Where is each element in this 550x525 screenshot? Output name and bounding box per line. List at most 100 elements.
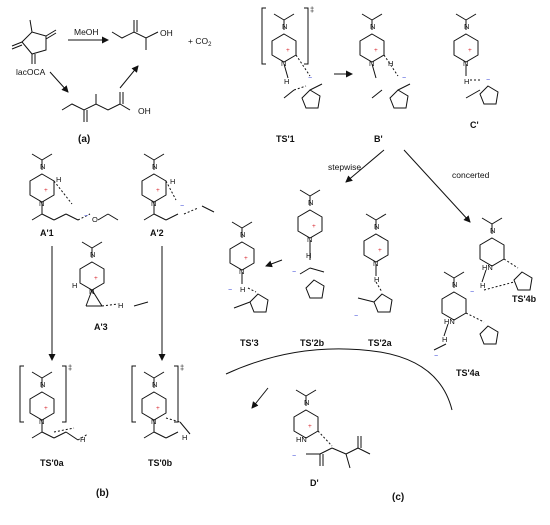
svg-text:N: N — [152, 380, 157, 389]
svg-text:N: N — [240, 230, 245, 239]
arrow-ts2b-ts3 — [265, 259, 283, 268]
structure-b: N N + H − — [359, 13, 411, 109]
svg-text:−: − — [292, 269, 296, 276]
svg-text:N: N — [40, 162, 45, 171]
label-b: B' — [374, 134, 383, 144]
arrow-stepwise — [345, 149, 385, 183]
svg-text:N: N — [369, 59, 374, 68]
svg-text:H: H — [118, 301, 123, 310]
svg-text:+: + — [468, 47, 472, 54]
svg-text:−: − — [434, 353, 438, 360]
structure-ts4b: N HN H − — [470, 217, 533, 296]
structure-ts1: ‡ N N + H − — [261, 5, 323, 109]
reactant-name: lacOCA — [16, 67, 46, 77]
svg-text:N: N — [151, 417, 156, 426]
panel-c: ‡ N N + H − TS'1 N N + H − B' — [225, 5, 537, 503]
svg-text:−: − — [84, 213, 88, 220]
label-ts2b: TS'2b — [300, 338, 325, 348]
svg-text:HN: HN — [482, 263, 493, 272]
svg-text:+: + — [286, 47, 290, 54]
svg-text:+: + — [44, 405, 48, 412]
svg-text:‡: ‡ — [310, 5, 314, 14]
svg-text:N: N — [90, 250, 95, 259]
structure-ts0a: ‡ N N + H — [19, 363, 89, 444]
svg-text:−: − — [180, 203, 184, 210]
svg-text:‡: ‡ — [68, 363, 72, 372]
arrow-to-product — [119, 65, 139, 89]
svg-text:−: − — [486, 77, 490, 84]
svg-text:+: + — [94, 275, 98, 282]
svg-text:HN: HN — [444, 317, 455, 326]
svg-text:N: N — [464, 22, 469, 31]
svg-text:N: N — [40, 380, 45, 389]
svg-text:N: N — [463, 59, 468, 68]
path-concerted: concerted — [452, 170, 490, 180]
svg-text:−: − — [402, 75, 406, 82]
svg-text:H: H — [170, 177, 175, 186]
intermediate-oh: OH — [138, 106, 151, 116]
panel-a: lacOCA MeOH OH + CO2 OH (a) — [11, 19, 212, 145]
reagent-label: MeOH — [74, 27, 99, 37]
svg-text:H: H — [464, 77, 469, 86]
svg-text:+: + — [244, 255, 248, 262]
svg-text:‡: ‡ — [180, 363, 184, 372]
svg-text:H: H — [182, 433, 187, 442]
arrow-to-d — [251, 387, 269, 409]
structure-a3: N N + H H — [72, 241, 149, 310]
svg-text:N: N — [39, 199, 44, 208]
svg-text:+: + — [312, 223, 316, 230]
label-ts1: TS'1 — [276, 134, 295, 144]
svg-text:N: N — [307, 235, 312, 244]
arrow-concerted — [403, 149, 471, 223]
caption-c: (c) — [392, 492, 404, 503]
svg-text:N: N — [89, 287, 94, 296]
label-c: C' — [470, 120, 479, 130]
svg-text:H: H — [56, 175, 61, 184]
svg-text:HN: HN — [296, 435, 307, 444]
svg-text:N: N — [152, 162, 157, 171]
structure-c: N N + H − — [453, 13, 499, 105]
svg-text:N: N — [308, 198, 313, 207]
svg-text:H: H — [480, 281, 485, 290]
svg-text:H: H — [72, 281, 77, 290]
svg-text:−: − — [292, 453, 296, 460]
convergence-curve — [225, 348, 453, 411]
svg-text:H: H — [284, 77, 289, 86]
structure-a2: N N + H − — [141, 153, 215, 221]
svg-text:N: N — [490, 226, 495, 235]
structure-ts2b: N N + H − — [292, 189, 325, 299]
methyl-lactate-structure — [111, 20, 159, 50]
label-ts4a: TS'4a — [456, 368, 481, 378]
label-a2: A'2 — [150, 228, 164, 238]
arrow-to-intermediate — [49, 71, 69, 93]
caption-a: (a) — [78, 134, 90, 145]
svg-text:+: + — [378, 247, 382, 254]
structure-ts2a: N N + H − — [354, 213, 393, 320]
svg-text:−: − — [308, 75, 312, 82]
label-ts3: TS'3 — [240, 338, 259, 348]
svg-text:−: − — [354, 313, 358, 320]
svg-text:N: N — [281, 59, 286, 68]
label-ts4b: TS'4b — [512, 294, 537, 304]
svg-text:H: H — [80, 435, 85, 444]
structure-d: N HN + − — [292, 389, 371, 469]
svg-text:+: + — [156, 405, 160, 412]
label-ts0b: TS'0b — [148, 458, 173, 468]
svg-text:N: N — [373, 259, 378, 268]
lacoca-structure — [11, 19, 57, 64]
label-a3: A'3 — [94, 322, 108, 332]
svg-text:N: N — [304, 398, 309, 407]
structure-a1: N N + H − O — [29, 153, 119, 224]
carbonate-intermediate-structure — [61, 92, 131, 122]
svg-text:+: + — [156, 187, 160, 194]
svg-text:N: N — [39, 417, 44, 426]
structure-ts0b: ‡ N N + H — [131, 363, 191, 442]
svg-text:+: + — [308, 423, 312, 430]
label-a1: A'1 — [40, 228, 54, 238]
label-ts0a: TS'0a — [40, 458, 65, 468]
svg-text:H: H — [306, 251, 311, 260]
svg-text:H: H — [374, 275, 379, 284]
svg-text:+: + — [44, 187, 48, 194]
